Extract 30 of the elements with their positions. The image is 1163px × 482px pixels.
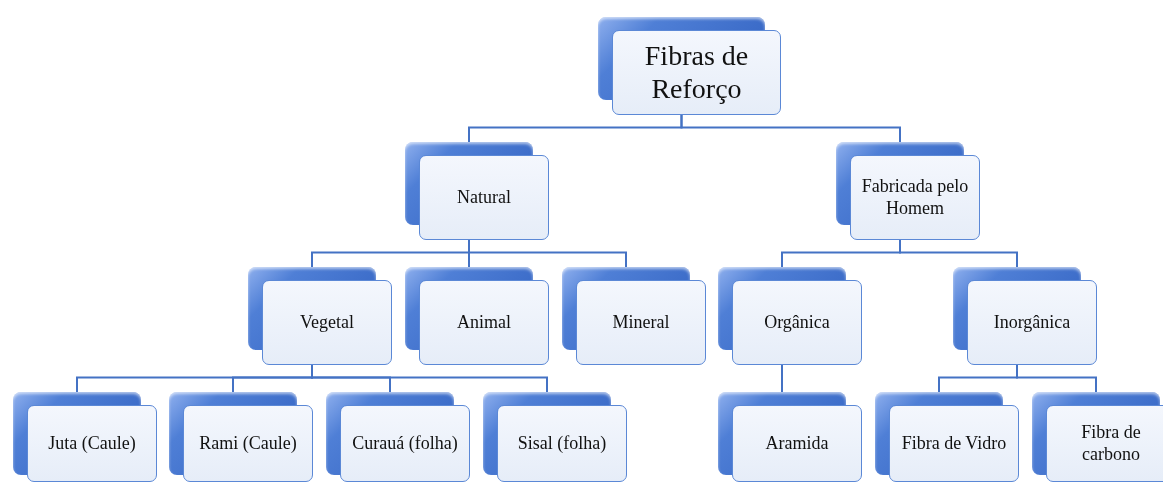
category-box: [1032, 392, 1163, 482]
node-label: Orgânica: [764, 311, 830, 334]
node-label: Vegetal: [300, 311, 354, 334]
node-label: Animal: [457, 311, 511, 334]
category-box: [562, 267, 706, 365]
node-label: Fabricada pelo Homem: [860, 175, 970, 220]
category-box: [953, 267, 1097, 365]
node-label: Sisal (folha): [517, 432, 607, 455]
category-box: [13, 392, 157, 482]
node-label: Rami (Caule): [199, 432, 297, 455]
category-box: [405, 267, 549, 365]
node-label: Natural: [457, 186, 511, 209]
category-box: [326, 392, 470, 482]
node-label: Fibra de carbono: [1080, 421, 1142, 466]
node-label: Mineral: [612, 311, 670, 334]
node-label: Fibras de Reforço: [643, 40, 750, 105]
node-label: Juta (Caule): [48, 432, 136, 455]
category-box: [875, 392, 1019, 482]
category-box: [483, 392, 627, 482]
node-label: Curauá (folha): [352, 432, 458, 455]
category-box: [718, 267, 862, 365]
category-box: [598, 17, 781, 115]
node-label: Aramida: [765, 432, 829, 455]
category-box: [405, 142, 549, 240]
category-box: [836, 142, 980, 240]
node-label: Fibra de Vidro: [901, 432, 1007, 455]
category-box: [718, 392, 862, 482]
category-box: [169, 392, 313, 482]
category-box: [248, 267, 392, 365]
node-label: Inorgânica: [993, 311, 1071, 334]
